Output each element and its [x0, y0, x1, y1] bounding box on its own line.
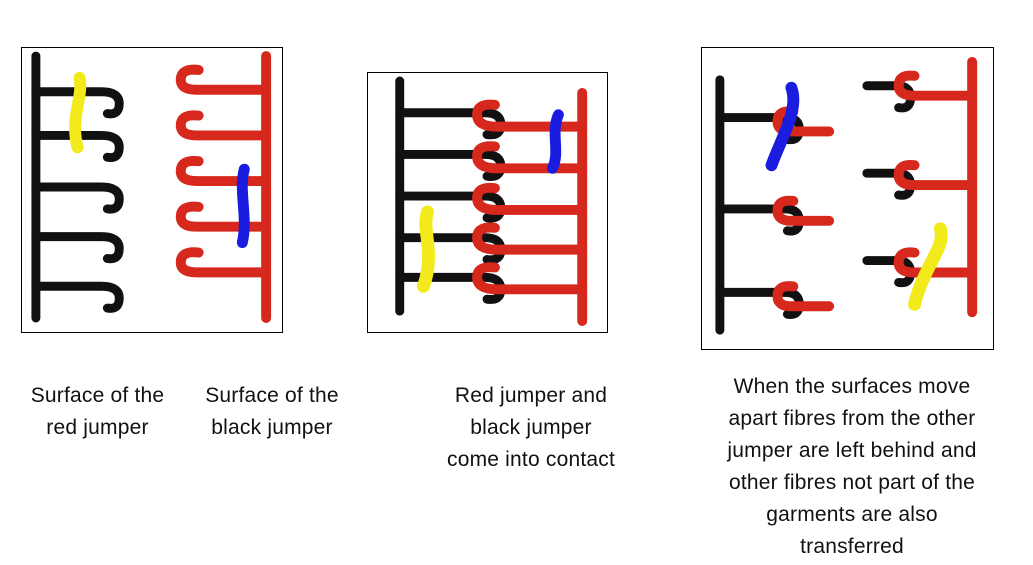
caption-line: transferred [800, 535, 904, 558]
red-jumper-surface [772, 56, 978, 318]
caption-red-surface: Surface of the red jumper [10, 380, 185, 444]
separate-surfaces-illustration [31, 51, 272, 323]
panel-contact [367, 72, 608, 333]
caption-line: apart fibres from the other [728, 407, 976, 430]
caption-line: black jumper [470, 416, 592, 439]
blue-fibre [547, 109, 564, 174]
caption-line: Surface of the [30, 384, 165, 407]
separation-illustration [715, 56, 978, 335]
caption-line: Red jumper and [454, 384, 608, 407]
caption-line: other fibres not part of the [728, 471, 976, 494]
caption-line: When the surfaces move [733, 375, 971, 398]
caption-line: black jumper [211, 416, 333, 439]
blue-fibre [765, 81, 800, 172]
panel-separate-surfaces [21, 47, 283, 333]
yellow-fibre [908, 222, 948, 311]
caption-contact: Red jumper and black jumper come into co… [408, 380, 654, 476]
contact-illustration [395, 76, 588, 326]
red-jumper-surface [175, 51, 272, 323]
black-jumper-surface [715, 75, 916, 335]
panel-separation [701, 47, 994, 350]
yellow-fibre [417, 205, 435, 293]
caption-black-surface: Surface of the black jumper [186, 380, 358, 444]
red-jumper-surface [472, 87, 588, 326]
yellow-fibre [69, 71, 87, 154]
caption-line: Surface of the [205, 384, 339, 407]
caption-separation: When the surfaces move apart fibres from… [696, 371, 1008, 563]
black-jumper-surface [395, 76, 506, 316]
caption-line: red jumper [46, 416, 149, 439]
black-jumper-surface [31, 51, 124, 323]
caption-line: garments are also [766, 503, 938, 526]
blue-fibre [236, 163, 250, 249]
caption-line: come into contact [447, 448, 615, 471]
caption-line: jumper are left behind and [727, 439, 977, 462]
